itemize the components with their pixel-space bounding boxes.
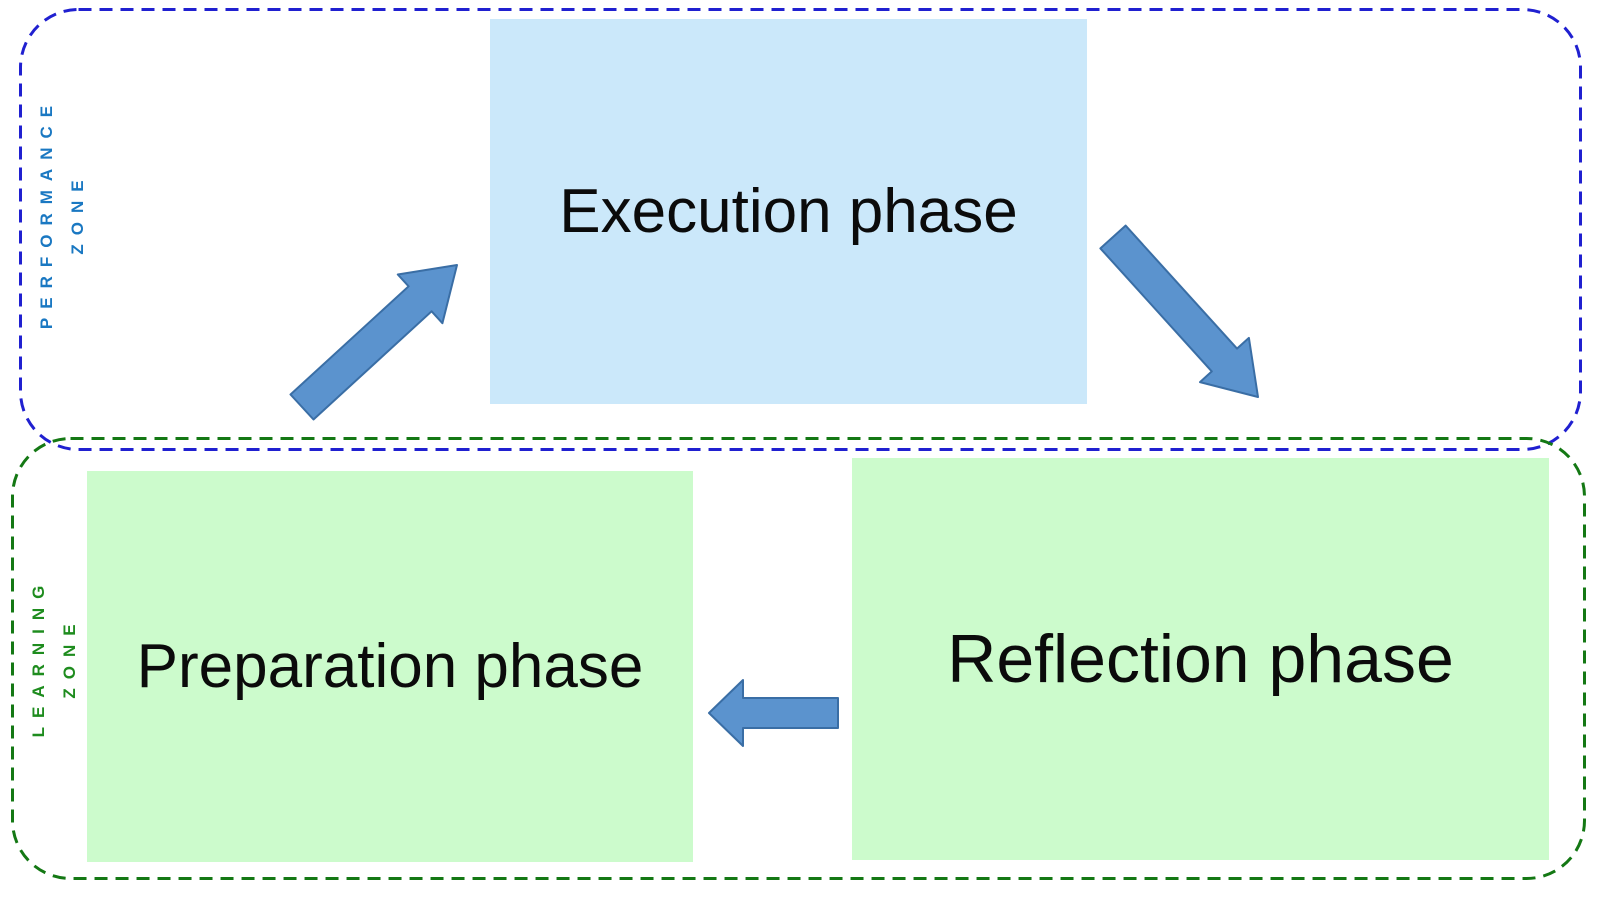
reflection-phase-box: Reflection phase <box>852 458 1549 860</box>
learning-zone-label-line2: ZONE <box>60 615 79 699</box>
arrow-reflection-to-prep-icon <box>708 679 839 747</box>
preparation-phase-label: Preparation phase <box>136 632 644 701</box>
execution-phase-box: Execution phase <box>490 19 1087 404</box>
learning-zone-label: LEARNING ZONE <box>23 577 85 738</box>
performance-zone-label-line2: ZONE <box>68 171 87 255</box>
preparation-phase-box: Preparation phase <box>87 471 693 862</box>
performance-zone-label: PERFORMANCE ZONE <box>31 97 93 329</box>
learning-zone-label-line1: LEARNING <box>29 576 48 738</box>
arrow-execution-to-reflection-icon <box>1099 224 1259 398</box>
performance-zone-label-line1: PERFORMANCE <box>37 96 56 330</box>
execution-phase-label: Execution phase <box>559 177 1018 246</box>
performance-zone-border <box>19 8 1582 451</box>
reflection-phase-label: Reflection phase <box>947 621 1454 697</box>
learning-zone-border <box>11 437 1586 880</box>
arrow-prep-to-execution-icon <box>289 264 458 421</box>
